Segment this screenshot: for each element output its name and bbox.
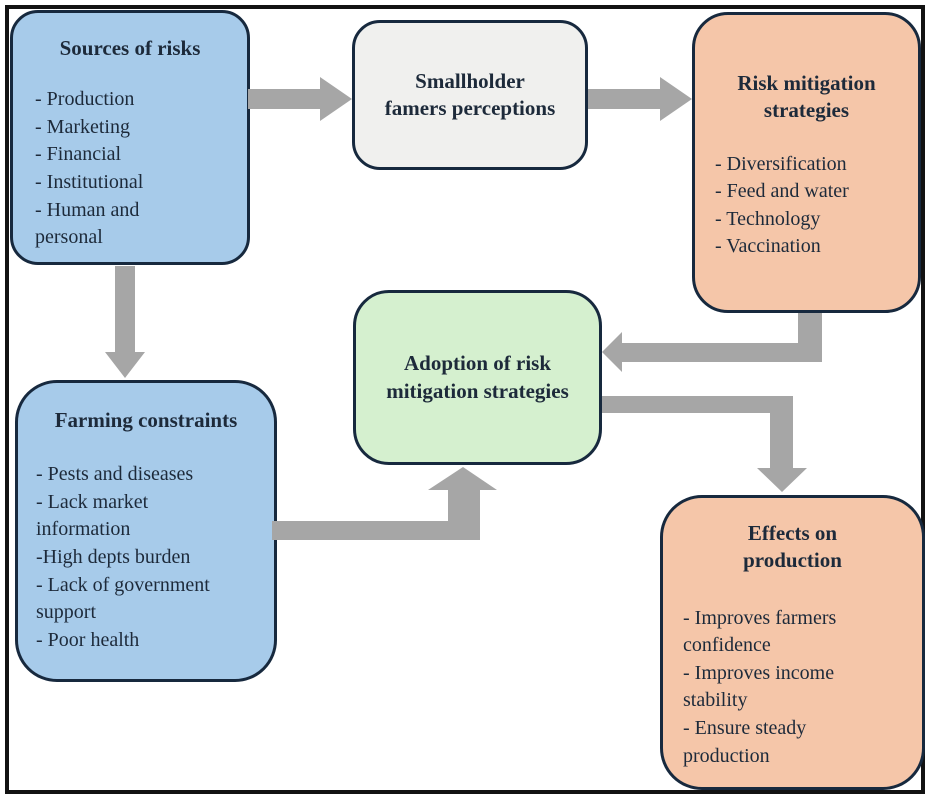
list-item: - Technology: [715, 207, 821, 230]
item-list: - Production - Marketing - Financial - I…: [23, 86, 237, 252]
box-adoption-of-strategies: Adoption of risk mitigation strategies: [353, 290, 602, 465]
list-item: - Human and personal: [35, 198, 140, 249]
list-item: -High depts burden: [36, 546, 191, 569]
box-title: Risk mitigation strategies: [737, 71, 876, 123]
item-list: - Pests and diseases - Lack market infor…: [28, 461, 264, 654]
list-item: - Improves income stability: [683, 661, 835, 712]
list-item: - Vaccination: [715, 235, 821, 258]
box-title: Smallholder famers perceptions: [384, 68, 556, 120]
list-item: - Marketing: [35, 115, 130, 138]
box-title: Effects on production: [743, 521, 842, 573]
list-item: - Diversification: [715, 152, 847, 175]
box-title: Farming constraints: [54, 408, 238, 432]
box-farming-constraints: Farming constraints - Pests and diseases…: [15, 380, 277, 682]
list-item: - Ensure steady production: [683, 716, 807, 767]
list-item: - Pests and diseases: [36, 463, 194, 486]
item-list: - Improves farmers confidence - Improves…: [673, 605, 912, 771]
box-sources-of-risks: Sources of risks - Production - Marketin…: [10, 10, 250, 265]
list-item: - Poor health: [36, 628, 140, 651]
list-item: - Institutional: [35, 171, 144, 194]
box-title: Adoption of risk mitigation strategies: [386, 351, 569, 403]
item-list: - Diversification - Feed and water - Tec…: [705, 151, 908, 261]
box-smallholder-perceptions: Smallholder famers perceptions: [352, 20, 588, 170]
list-item: - Lack market information: [36, 490, 149, 541]
list-item: - Lack of government support: [36, 573, 210, 624]
list-item: - Financial: [35, 143, 122, 166]
box-title: Sources of risks: [59, 36, 201, 60]
list-item: - Improves farmers confidence: [683, 606, 837, 657]
list-item: - Feed and water: [715, 180, 849, 203]
box-effects-on-production: Effects on production - Improves farmers…: [660, 495, 925, 790]
list-item: - Production: [35, 88, 135, 111]
box-risk-mitigation-strategies: Risk mitigation strategies - Diversifica…: [692, 12, 921, 313]
